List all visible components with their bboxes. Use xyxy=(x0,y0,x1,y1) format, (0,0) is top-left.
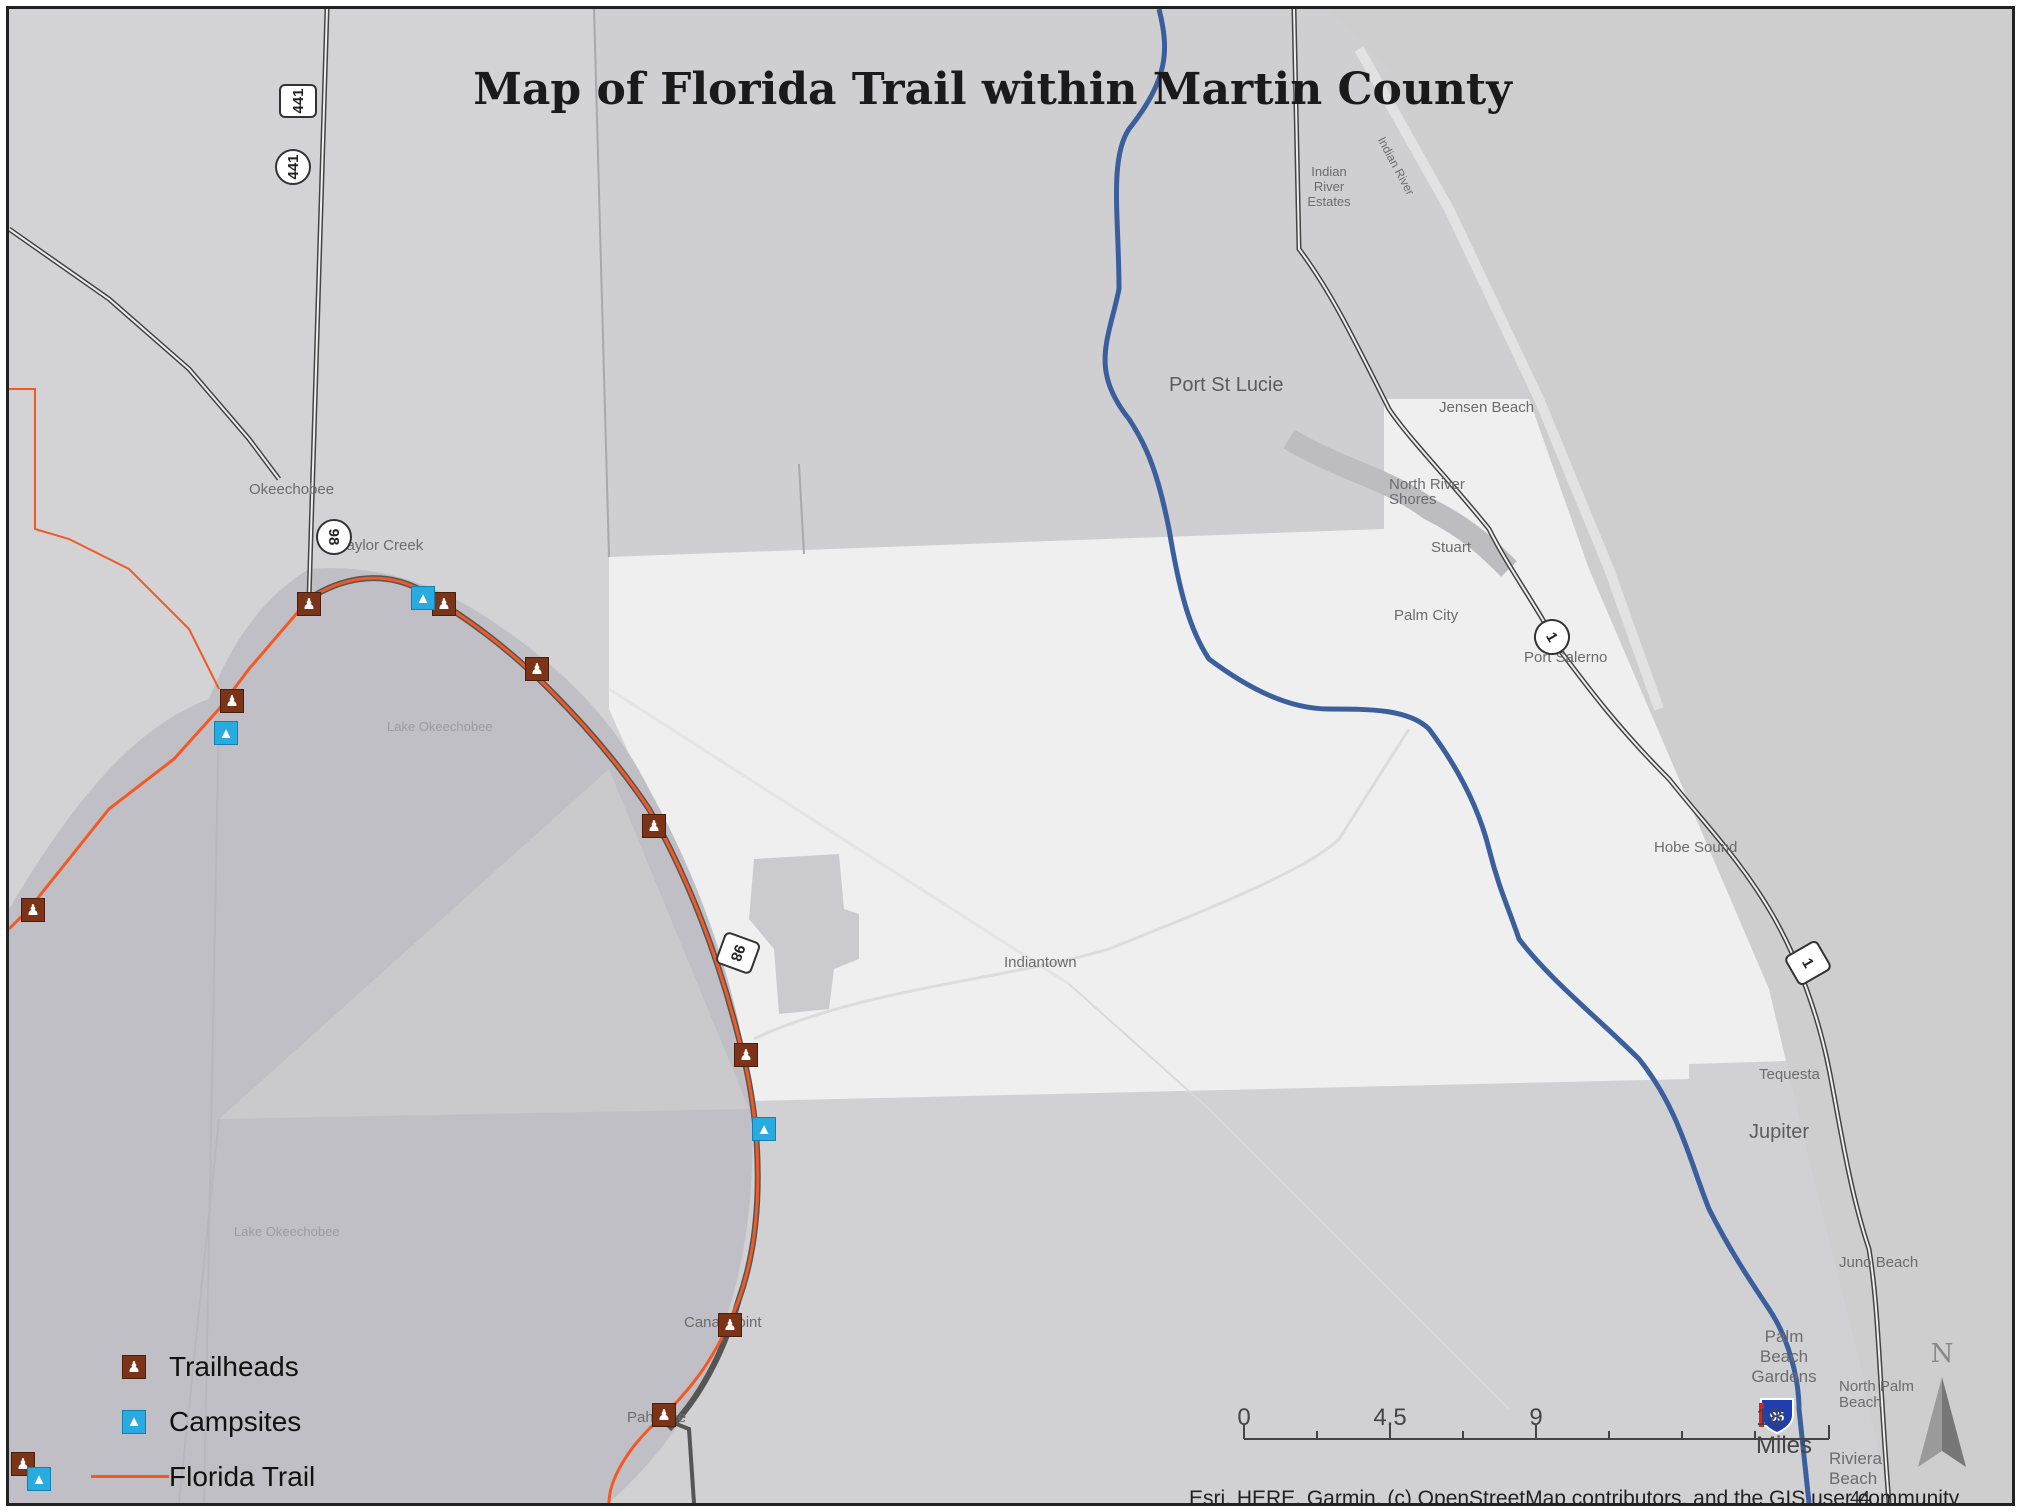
north-arrow-icon xyxy=(1918,1377,1966,1467)
scale-bar: 0 4.5 9 18 Miles xyxy=(1237,1404,1834,1464)
legend-label-trailheads: Trailheads xyxy=(169,1350,299,1382)
shield-sr-441: 441 xyxy=(275,149,311,185)
north-label: N xyxy=(1930,1339,1954,1369)
campsite-icon[interactable]: ▲ xyxy=(27,1467,51,1491)
trailhead-icon[interactable]: ♟ xyxy=(297,592,321,616)
county-line xyxy=(593,9,610,558)
trailhead-icon[interactable]: ♟ xyxy=(21,898,45,922)
road xyxy=(753,728,1411,1041)
label-indiantown: Indiantown xyxy=(1004,954,1077,971)
north-arrow: N xyxy=(1914,1339,1970,1479)
svg-text:95: 95 xyxy=(1770,1409,1784,1424)
campsite-icon[interactable]: ▲ xyxy=(411,586,435,610)
label-north-river-shores: North River Shores xyxy=(1389,476,1465,508)
lake-shade xyxy=(219,769,749,1119)
campsite-icon[interactable]: ▲ xyxy=(752,1117,776,1141)
label-port-st-lucie: Port St Lucie xyxy=(1169,374,1284,396)
road xyxy=(608,687,1070,986)
trailhead-icon[interactable]: ♟ xyxy=(525,657,549,681)
basemap[interactable] xyxy=(9,9,2012,1503)
shield-sr-98: 98 xyxy=(316,519,352,555)
interstate-95 xyxy=(1102,9,1812,1503)
map-legend: ♟ Trailheads ▲ Campsites Florida Trail xyxy=(91,1339,316,1503)
highway-441-inner xyxy=(308,9,328,600)
indiantown-parcel xyxy=(749,854,859,1014)
scale-label-0: 0 xyxy=(1237,1404,1251,1431)
interstate-95-shield-icon: 95 xyxy=(1759,1398,1794,1435)
boundary-line xyxy=(9,388,220,690)
county-line xyxy=(203,708,220,1503)
county-line xyxy=(798,463,805,555)
map-title: Map of Florida Trail within Martin Count… xyxy=(473,64,1512,115)
campsite-icon[interactable]: ▲ xyxy=(214,721,238,745)
scale-bar-graphic xyxy=(1243,1425,1830,1440)
label-okeechobee: Okeechobee xyxy=(249,481,335,498)
shield-us-441: 441 xyxy=(279,84,317,118)
st-lucie-county xyxy=(589,9,1549,557)
label-taylor-creek: Taylor Creek xyxy=(339,537,424,554)
label-stuart: Stuart xyxy=(1431,539,1472,556)
label-tequesta: Tequesta xyxy=(1759,1066,1820,1083)
legend-trailheads: ♟ Trailheads xyxy=(99,1339,315,1394)
label-palm-city: Palm City xyxy=(1394,607,1459,624)
highway-98-nw-inner xyxy=(9,228,280,480)
barrier-island xyxy=(1354,46,1664,711)
highway-us1-inner xyxy=(1293,9,1890,1503)
trailhead-icon[interactable]: ♟ xyxy=(652,1403,676,1427)
page-number: 44 xyxy=(1850,1488,1871,1508)
legend-label-campsites: Campsites xyxy=(169,1405,302,1437)
scale-label-18-miles: 18 Miles xyxy=(1756,1404,1813,1459)
trailhead-icon[interactable]: ♟ xyxy=(642,814,666,838)
label-lake-okeechobee-south: Lake Okeechobee xyxy=(234,1224,340,1239)
trail-line-legend-icon xyxy=(91,1475,169,1478)
road xyxy=(1068,983,1510,1410)
label-lake-okeechobee-north: Lake Okeechobee xyxy=(387,719,493,734)
map-frame: Map of Florida Trail within Martin Count… xyxy=(6,6,2015,1506)
label-palm-beach-gardens: Palm Beach Gardens xyxy=(1751,1327,1817,1386)
trailhead-icon[interactable]: ♟ xyxy=(220,689,244,713)
county-line xyxy=(178,1118,220,1503)
trailhead-icon[interactable]: ♟ xyxy=(734,1043,758,1067)
label-jensen-beach: Jensen Beach xyxy=(1439,399,1535,416)
label-hobe-sound: Hobe Sound xyxy=(1654,839,1738,856)
legend-florida-trail: Florida Trail xyxy=(91,1449,316,1503)
label-riviera-beach: Riviera Beach xyxy=(1829,1449,1882,1488)
legend-campsites: ▲ Campsites xyxy=(99,1394,315,1449)
label-port-salerno: Port Salerno xyxy=(1524,649,1608,666)
label-north-palm-beach: North Palm Beach xyxy=(1839,1378,1915,1411)
campsite-legend-icon: ▲ xyxy=(122,1409,146,1434)
st-lucie-river xyxy=(1283,429,1517,577)
label-juno-beach: Juno Beach xyxy=(1839,1254,1919,1271)
label-jupiter: Jupiter xyxy=(1749,1121,1810,1143)
martin-county xyxy=(609,399,1849,1101)
trailhead-icon[interactable]: ♟ xyxy=(432,592,456,616)
trailhead-icon[interactable]: ♟ xyxy=(718,1313,742,1337)
scale-label-4-5: 4.5 xyxy=(1373,1404,1407,1431)
legend-label-florida-trail: Florida Trail xyxy=(169,1460,316,1492)
trailhead-legend-icon: ♟ xyxy=(122,1354,146,1379)
label-indian-river-estates: Indian River Estates xyxy=(1307,164,1351,209)
map-attribution: Esri, HERE, Garmin, (c) OpenStreetMap co… xyxy=(1189,1487,1960,1506)
scale-label-9: 9 xyxy=(1529,1404,1543,1431)
